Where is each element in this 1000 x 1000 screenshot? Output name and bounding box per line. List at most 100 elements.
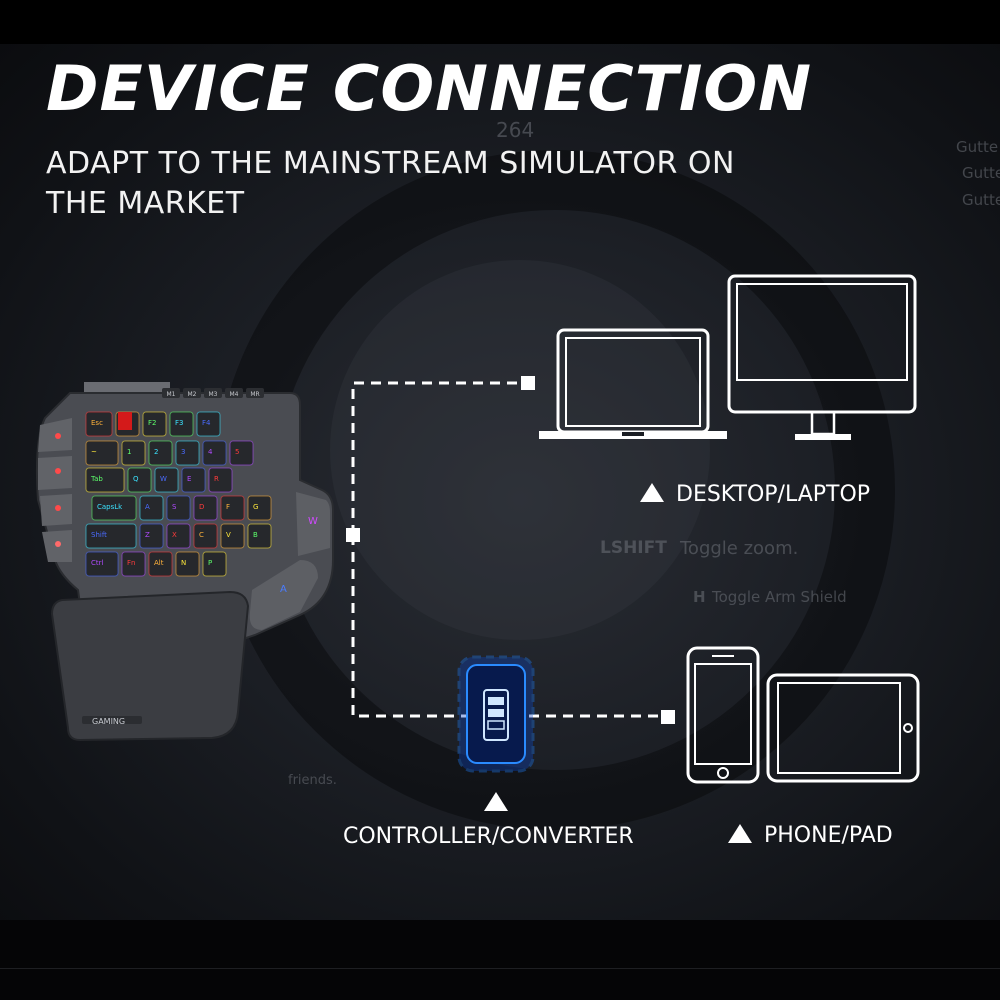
connection-lines <box>351 381 660 718</box>
background-key-hint-action: Toggle zoom. <box>680 538 799 559</box>
keyboard-key: E <box>181 467 206 493</box>
page-subtitle: ADAPT TO THE MAINSTREAM SIMULATOR ON THE… <box>46 146 735 221</box>
keyboard-key: 4 <box>202 440 227 466</box>
keyboard-key: Alt <box>148 551 173 577</box>
macro-key: MR <box>246 388 264 398</box>
connector-node <box>346 528 360 542</box>
keyboard-key: R <box>208 467 233 493</box>
keyboard-key: Ctrl <box>85 551 119 577</box>
keyboard-key: Tab <box>85 467 125 493</box>
svg-text:M2: M2 <box>188 391 197 398</box>
phone-pad-text: PHONE/PAD <box>764 823 893 848</box>
svg-text:Esc: Esc <box>91 419 103 427</box>
svg-text:~: ~ <box>91 448 97 456</box>
svg-text:B: B <box>253 531 258 539</box>
svg-text:M3: M3 <box>209 391 218 398</box>
keyboard-key: CapsLk <box>91 495 137 521</box>
laptop-icon <box>539 328 727 439</box>
keyboard-key: B <box>247 523 272 549</box>
page-title: DEVICE CONNECTION <box>46 52 813 125</box>
keyboard-key: Fn <box>121 551 146 577</box>
connector-node <box>521 376 535 390</box>
keyboard-key: F3 <box>169 411 194 437</box>
svg-text:A: A <box>145 503 150 511</box>
svg-text:W: W <box>160 475 167 483</box>
svg-text:2: 2 <box>154 448 158 456</box>
triangle-icon <box>728 824 752 843</box>
keyboard-key: 2 <box>148 440 173 466</box>
keyboard-key: Shift <box>85 523 137 549</box>
phone-pad-label: PHONE/PAD <box>728 823 893 848</box>
bottom-divider <box>0 968 1000 969</box>
triangle-icon <box>484 792 508 811</box>
svg-text:P: P <box>208 559 212 567</box>
side-keys: W A <box>38 418 330 630</box>
background-side-text: Gutte <box>956 138 999 156</box>
keyboard-key: Z <box>139 523 164 549</box>
background-side-text: Gutte <box>962 164 1000 182</box>
keyboard-key: Q <box>127 467 152 493</box>
svg-text:R: R <box>214 475 219 483</box>
keyboard-key: 1 <box>121 440 146 466</box>
desktop-laptop-text: DESKTOP/LAPTOP <box>676 482 871 507</box>
monitor-icon <box>727 274 917 440</box>
bottom-band <box>0 920 1000 1000</box>
keyboard-key: C <box>193 523 218 549</box>
keyboard-key: F4 <box>196 411 221 437</box>
svg-text:Tab: Tab <box>90 475 103 483</box>
svg-text:A: A <box>280 584 287 595</box>
keyboard-brand-text: GAMING <box>92 717 125 726</box>
svg-text:F4: F4 <box>202 419 211 427</box>
keyboard-key: V <box>220 523 245 549</box>
macro-key: M1 <box>162 388 180 398</box>
svg-text:N: N <box>181 559 186 567</box>
keyboard-key: S <box>166 495 191 521</box>
keyboard-key: F2 <box>142 411 167 437</box>
controller-converter-label: CONTROLLER/CONVERTER <box>343 824 634 849</box>
svg-text:3: 3 <box>181 448 185 456</box>
background-key-hint-key: LSHIFT <box>600 538 667 558</box>
tablet-icon <box>766 673 920 783</box>
keyboard-key: Esc <box>85 411 113 437</box>
keyboard-key: F <box>220 495 245 521</box>
line-to-computers <box>351 381 520 535</box>
connector-node <box>661 710 675 724</box>
svg-text:F3: F3 <box>175 419 183 427</box>
background-key-hint2-key: H <box>693 588 706 606</box>
svg-text:F2: F2 <box>148 419 156 427</box>
svg-text:D: D <box>199 503 204 511</box>
svg-text:G: G <box>253 503 258 511</box>
svg-text:Z: Z <box>145 531 150 539</box>
svg-text:E: E <box>187 475 191 483</box>
svg-text:1: 1 <box>127 448 131 456</box>
macro-key-group: M1 M2 M3 M4 MR <box>162 388 264 398</box>
triangle-icon <box>640 483 664 502</box>
keyboard-key: ~ <box>85 440 119 466</box>
background-key-hint2-action: Toggle Arm Shield <box>712 588 847 606</box>
keyboard-key: N <box>175 551 200 577</box>
phone-icon <box>686 646 760 784</box>
svg-text:MR: MR <box>250 391 259 398</box>
svg-text:Alt: Alt <box>154 559 164 567</box>
svg-text:W: W <box>308 516 318 527</box>
keyboard-key: 5 <box>229 440 254 466</box>
macro-key: M4 <box>225 388 243 398</box>
keyboard-key: X <box>166 523 191 549</box>
svg-text:M4: M4 <box>230 391 239 398</box>
keyboard-key: D <box>193 495 218 521</box>
background-scope-inner <box>330 260 710 640</box>
background-counter: 264 <box>496 118 535 142</box>
svg-text:V: V <box>226 531 231 539</box>
background-side-text: Gutte <box>962 191 1000 209</box>
svg-text:C: C <box>199 531 204 539</box>
macro-key: M2 <box>183 388 201 398</box>
svg-text:S: S <box>172 503 177 511</box>
svg-text:4: 4 <box>208 448 213 456</box>
svg-text:Shift: Shift <box>91 531 107 539</box>
converter-icon <box>457 655 535 773</box>
line-to-mobile <box>351 535 660 718</box>
svg-text:Ctrl: Ctrl <box>91 559 104 567</box>
